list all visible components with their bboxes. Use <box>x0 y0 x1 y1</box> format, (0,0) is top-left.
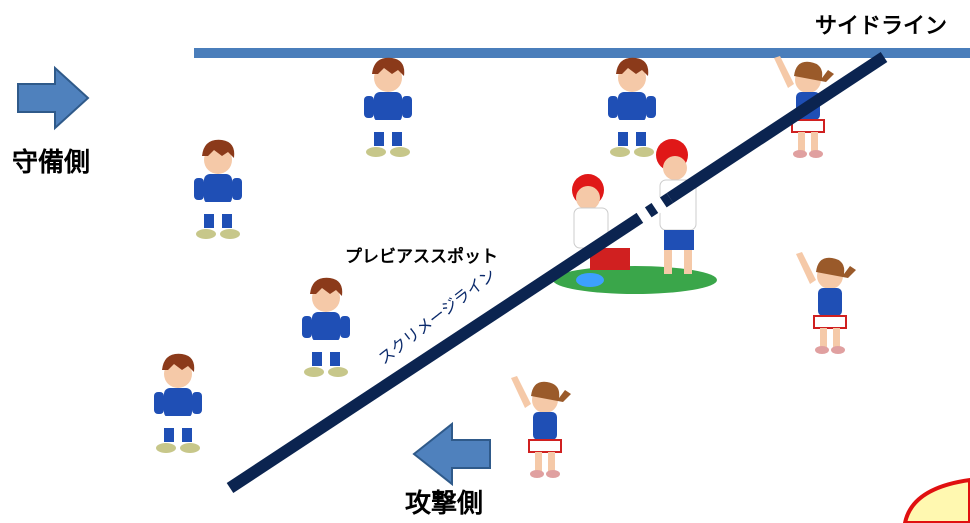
defender-player <box>194 139 242 239</box>
scrimmage-line <box>226 51 888 494</box>
offense-player <box>795 251 857 355</box>
corner-shape <box>902 477 970 523</box>
previous-spot-label: プレビアススポット <box>345 247 498 267</box>
offense-player <box>510 375 572 479</box>
offense-direction-arrow <box>412 421 491 487</box>
defender-player <box>154 353 202 453</box>
sideline-label: サイドライン <box>815 14 948 39</box>
defender-player <box>302 277 350 377</box>
defense-side-label: 守備側 <box>12 148 91 178</box>
scrimmage-line-gap <box>636 192 674 224</box>
defender-player <box>364 57 412 157</box>
defense-direction-arrow <box>17 65 90 131</box>
defender-player <box>608 57 656 157</box>
sideline <box>194 48 970 58</box>
offense-side-label: 攻撃側 <box>405 489 484 519</box>
